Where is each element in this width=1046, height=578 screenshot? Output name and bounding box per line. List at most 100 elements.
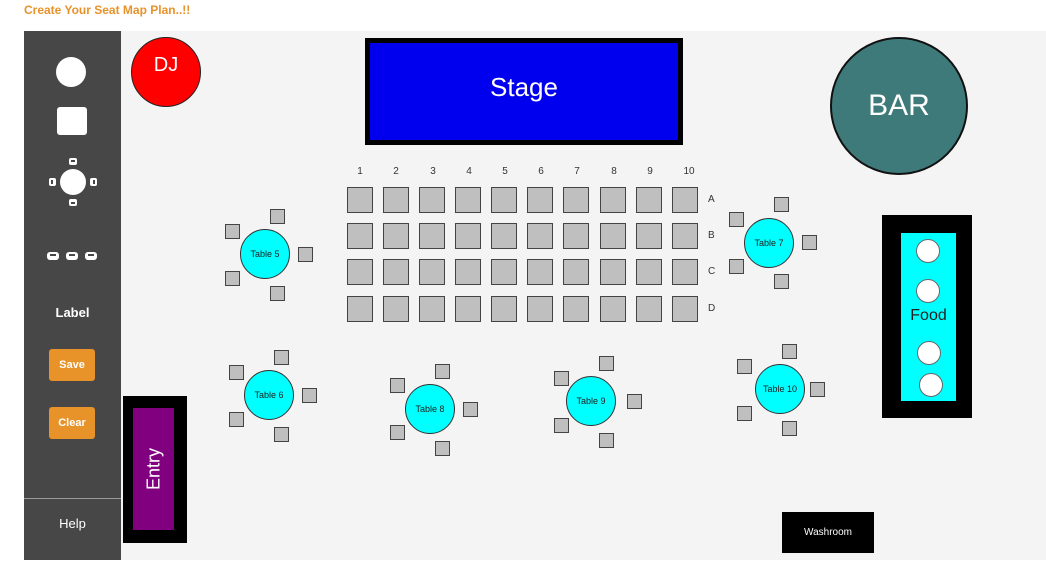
table-8[interactable]: Table 8: [405, 384, 455, 434]
label-tool[interactable]: Label: [55, 305, 90, 320]
table-5-chair[interactable]: [225, 224, 240, 239]
seat-C6[interactable]: [527, 259, 553, 285]
table-7-chair[interactable]: [774, 197, 789, 212]
seat-B10[interactable]: [672, 223, 698, 249]
stage[interactable]: Stage: [365, 38, 683, 145]
entry-door: Entry: [133, 408, 174, 530]
table-5[interactable]: Table 5: [240, 229, 290, 279]
seat-B6[interactable]: [527, 223, 553, 249]
table-10-chair[interactable]: [782, 421, 797, 436]
table-8-chair[interactable]: [435, 441, 450, 456]
table-6-chair[interactable]: [229, 412, 244, 427]
table-6-chair[interactable]: [302, 388, 317, 403]
seat-D1[interactable]: [347, 296, 373, 322]
seat-A8[interactable]: [600, 187, 626, 213]
table-5-chair[interactable]: [270, 209, 285, 224]
entry-area[interactable]: Entry: [123, 396, 187, 543]
help-link[interactable]: Help: [59, 516, 86, 531]
table-5-chair[interactable]: [298, 247, 313, 262]
bar-area[interactable]: BAR: [830, 37, 968, 175]
seat-C8[interactable]: [600, 259, 626, 285]
seat-B4[interactable]: [455, 223, 481, 249]
chair-row-tool[interactable]: [44, 249, 100, 263]
seat-A3[interactable]: [419, 187, 445, 213]
seat-C5[interactable]: [491, 259, 517, 285]
seat-C10[interactable]: [672, 259, 698, 285]
table-6[interactable]: Table 6: [244, 370, 294, 420]
table-10-chair[interactable]: [810, 382, 825, 397]
washroom-area[interactable]: Washroom: [782, 512, 874, 553]
table-9-chair[interactable]: [554, 418, 569, 433]
seat-map-canvas[interactable]: DJ Stage BAR Food Entry Washroom 1 2 3 4…: [121, 31, 1046, 560]
save-button[interactable]: Save: [49, 349, 95, 381]
seat-C4[interactable]: [455, 259, 481, 285]
table-10[interactable]: Table 10: [755, 364, 805, 414]
table-6-chair[interactable]: [229, 365, 244, 380]
seat-B9[interactable]: [636, 223, 662, 249]
table-7-chair[interactable]: [802, 235, 817, 250]
seat-C3[interactable]: [419, 259, 445, 285]
column-number: 6: [538, 166, 544, 177]
table-8-chair[interactable]: [390, 378, 405, 393]
table-10-chair[interactable]: [737, 406, 752, 421]
table-5-chair[interactable]: [225, 271, 240, 286]
seat-B8[interactable]: [600, 223, 626, 249]
seat-C2[interactable]: [383, 259, 409, 285]
table-10-chair[interactable]: [737, 359, 752, 374]
food-table: Food: [901, 233, 956, 401]
seat-D4[interactable]: [455, 296, 481, 322]
circle-shape-tool[interactable]: [56, 57, 86, 87]
seat-D8[interactable]: [600, 296, 626, 322]
seat-D2[interactable]: [383, 296, 409, 322]
food-station[interactable]: Food: [882, 215, 972, 418]
column-number: 9: [647, 166, 653, 177]
table-10-chair[interactable]: [782, 344, 797, 359]
table-7-chair[interactable]: [729, 212, 744, 227]
seat-B3[interactable]: [419, 223, 445, 249]
seat-B2[interactable]: [383, 223, 409, 249]
table-7-chair[interactable]: [729, 259, 744, 274]
column-number: 2: [393, 166, 399, 177]
table-9-chair[interactable]: [554, 371, 569, 386]
seat-A6[interactable]: [527, 187, 553, 213]
table-6-chair[interactable]: [274, 350, 289, 365]
round-table-tool[interactable]: [44, 153, 102, 211]
seat-C9[interactable]: [636, 259, 662, 285]
seat-D6[interactable]: [527, 296, 553, 322]
seat-B1[interactable]: [347, 223, 373, 249]
table-6-chair[interactable]: [274, 427, 289, 442]
table-7[interactable]: Table 7: [744, 218, 794, 268]
table-9-chair[interactable]: [599, 433, 614, 448]
table-9-chair[interactable]: [599, 356, 614, 371]
table-8-chair[interactable]: [463, 402, 478, 417]
table-9-chair[interactable]: [627, 394, 642, 409]
seat-B5[interactable]: [491, 223, 517, 249]
seat-D3[interactable]: [419, 296, 445, 322]
table-7-chair[interactable]: [774, 274, 789, 289]
square-shape-tool[interactable]: [57, 107, 87, 135]
seat-A4[interactable]: [455, 187, 481, 213]
seat-A10[interactable]: [672, 187, 698, 213]
clear-button[interactable]: Clear: [49, 407, 95, 439]
table-5-chair[interactable]: [270, 286, 285, 301]
table-9[interactable]: Table 9: [566, 376, 616, 426]
seat-D10[interactable]: [672, 296, 698, 322]
seat-B7[interactable]: [563, 223, 589, 249]
seat-A2[interactable]: [383, 187, 409, 213]
seat-A5[interactable]: [491, 187, 517, 213]
seat-D9[interactable]: [636, 296, 662, 322]
column-number: 8: [611, 166, 617, 177]
seat-C1[interactable]: [347, 259, 373, 285]
column-number: 3: [430, 166, 436, 177]
dj-booth[interactable]: DJ: [131, 37, 201, 107]
seat-A7[interactable]: [563, 187, 589, 213]
table-8-chair[interactable]: [435, 364, 450, 379]
seat-A1[interactable]: [347, 187, 373, 213]
seat-D7[interactable]: [563, 296, 589, 322]
seat-D5[interactable]: [491, 296, 517, 322]
table-8-chair[interactable]: [390, 425, 405, 440]
seat-A9[interactable]: [636, 187, 662, 213]
food-label: Food: [910, 307, 947, 324]
plate-icon: [916, 279, 940, 303]
seat-C7[interactable]: [563, 259, 589, 285]
